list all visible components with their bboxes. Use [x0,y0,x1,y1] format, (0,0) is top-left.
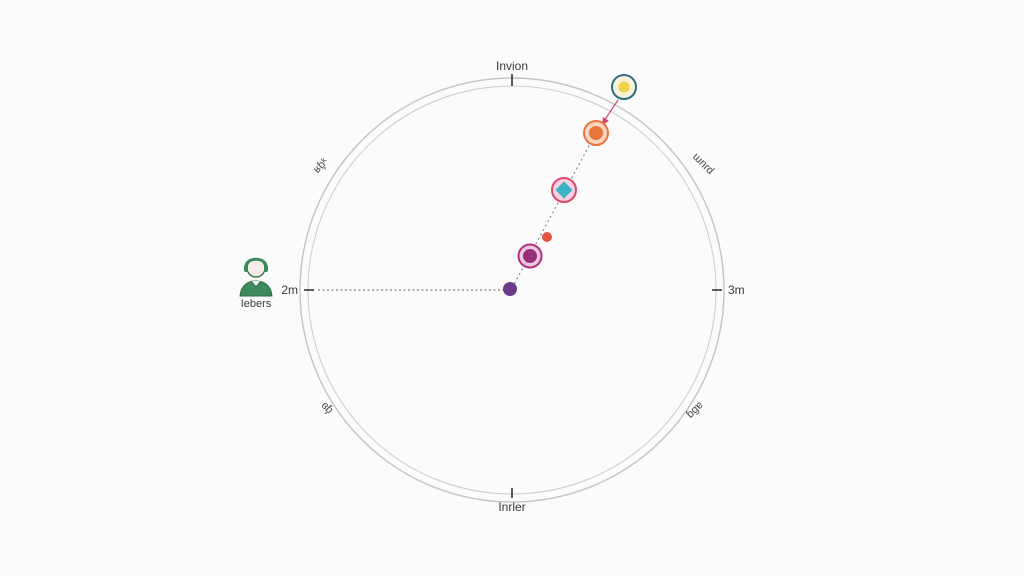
label-bottom-left: ɞɓ̥ [318,399,335,416]
person-caption: Iebers [240,298,272,310]
label-top-left: ʁɓ̥ᵏ [311,156,331,176]
label-bottom-right: ɓɡɐ [684,399,705,420]
label-left: 2m [281,283,298,297]
node-pink-diamond[interactable] [551,177,577,203]
label-top-right: ɯnɾd [690,151,716,177]
node-yellow-outer[interactable] [611,74,637,100]
node-purple-center[interactable] [503,282,517,296]
label-bottom: Inrler [498,500,525,514]
label-right: 3m [728,283,745,297]
person-headset-icon [236,250,276,312]
diagonal-guide-line [511,132,597,289]
node-orange[interactable] [583,120,609,146]
node-magenta[interactable] [517,243,543,269]
connector-arrow-line [603,99,619,122]
label-top: Invion [496,59,528,73]
node-small-red[interactable] [542,232,552,242]
